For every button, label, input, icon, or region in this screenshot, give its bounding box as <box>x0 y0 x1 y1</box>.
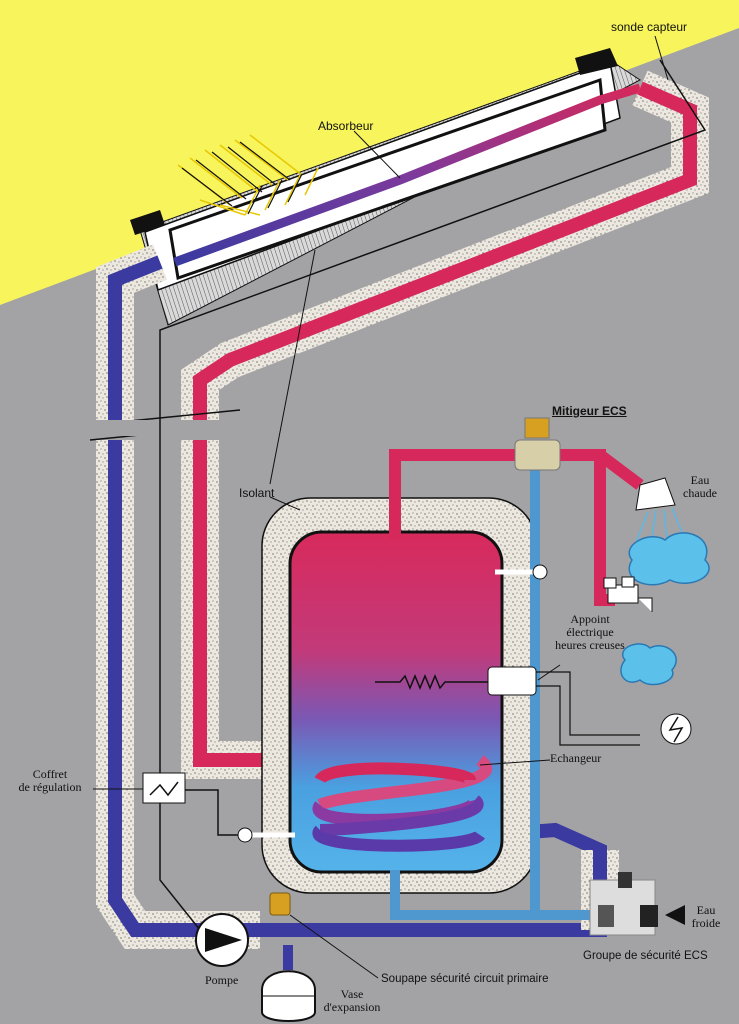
label-mitigeur: Mitigeur ECS <box>552 404 627 418</box>
steam-cloud-2 <box>620 643 677 686</box>
label-groupe-securite: Groupe de sécurité ECS <box>583 950 708 962</box>
security-group <box>589 872 658 936</box>
label-appoint-line1: Appoint <box>570 612 610 626</box>
label-sonde-capteur: sonde capteur <box>611 20 688 34</box>
label-echangeur: Echangeur <box>550 751 602 765</box>
mixing-valve <box>514 417 561 471</box>
cold-water-arrow <box>665 905 685 925</box>
label-appoint-line2: électrique <box>566 625 614 639</box>
label-vase-line2: d'expansion <box>323 1000 381 1014</box>
steam-cloud-1 <box>628 532 710 586</box>
label-eau-chaude-line2: chaude <box>683 486 717 500</box>
label-eau-froide: Eau froide <box>686 904 726 930</box>
label-vase-line1: Vase <box>340 987 364 1001</box>
label-pompe: Pompe <box>205 973 239 987</box>
label-isolant: Isolant <box>239 486 275 500</box>
label-appoint: Appoint électrique heures creuses <box>545 613 635 652</box>
hot-pipe <box>193 81 697 420</box>
safety-valve <box>269 892 291 916</box>
tap <box>603 576 653 612</box>
label-eau-froide-line1: Eau <box>696 903 716 917</box>
label-absorbeur: Absorbeur <box>318 119 374 133</box>
label-eau-chaude: Eau chaude <box>680 474 720 500</box>
absorber-plate <box>173 83 642 267</box>
label-coffret-line2: de régulation <box>18 780 82 794</box>
label-soupape: Soupape sécurité circuit primaire <box>381 973 549 985</box>
label-eau-chaude-line1: Eau <box>690 473 710 487</box>
label-appoint-line3: heures creuses <box>555 638 625 652</box>
label-vase: Vase d'expansion <box>312 988 392 1014</box>
label-eau-froide-line2: froide <box>691 916 721 930</box>
regulation-box <box>142 772 186 804</box>
shower-head <box>635 477 676 511</box>
label-coffret-line1: Coffret <box>32 767 68 781</box>
electric-heater <box>375 674 490 690</box>
label-coffret: Coffret de régulation <box>6 768 94 794</box>
cold-pipe-left <box>108 255 163 420</box>
heat-exchanger-coil <box>312 755 492 852</box>
